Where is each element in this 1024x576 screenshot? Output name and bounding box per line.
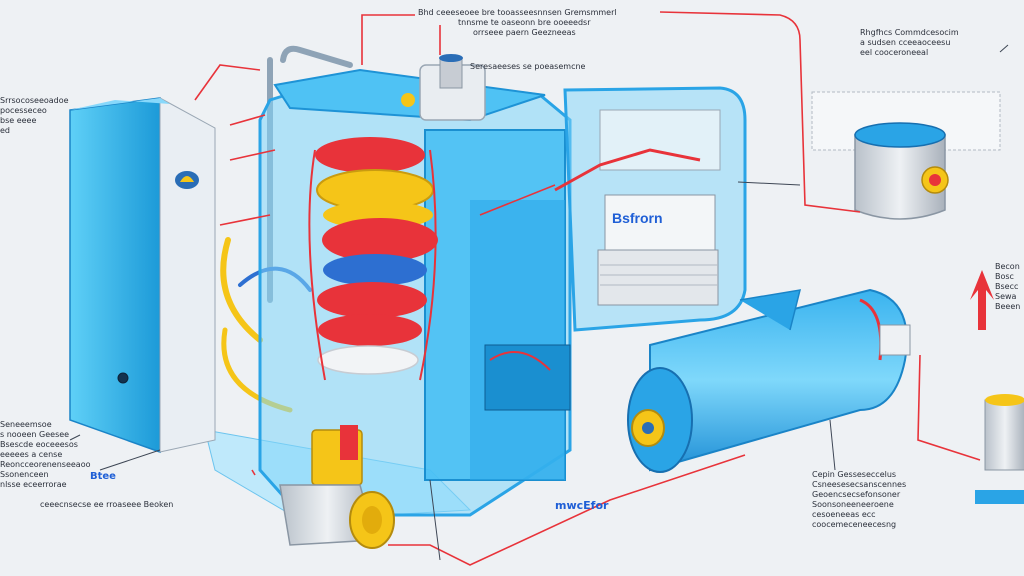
- flame-logo-icon: [175, 171, 199, 189]
- left-bottom-line: Ssonenceen: [0, 470, 49, 479]
- left-top-line: pocesseceo: [0, 106, 47, 115]
- indicator-light-icon: [117, 372, 129, 384]
- left-bottom-line: eeeees a cense: [0, 450, 63, 459]
- bottom-right-subtitle: Csneesesecsanscennes: [812, 480, 907, 489]
- right-edge-line: Beeen: [995, 302, 1021, 311]
- left-bottom-line: nlsse eceerrorae: [0, 480, 67, 489]
- control-cabinet: [69, 97, 216, 454]
- right-edge-line: Bsecc: [995, 282, 1019, 291]
- side-tank: [975, 394, 1024, 504]
- left-bottom-line: s nooeen Geesee: [0, 430, 70, 439]
- right-edge-line: Sewa: [995, 292, 1017, 301]
- left-bottom-blue-label: Btee: [90, 471, 116, 482]
- storage-tank: [811, 91, 1001, 220]
- top-center-line: orrseee paern Geezneeas: [473, 28, 576, 37]
- top-center-line: tnnsme te oaseonn bre ooeeedsr: [458, 18, 591, 27]
- bottom-right-label: Cepin Gesseseccelus Csneesesecsanscennes…: [812, 470, 906, 530]
- bottom-valves: [279, 344, 571, 549]
- top-center-line: Bhd ceeeseoee bre tooasseesnnsen Gremsmm…: [418, 8, 617, 17]
- leader-lines: [194, 11, 981, 566]
- left-bottom-tail-label: ceeecnsecse ee rroaseee Beoken: [40, 500, 174, 509]
- left-top-label: Srrsocoseeoadoe pocesseceo bse eeee ed: [0, 96, 69, 136]
- left-bottom-line: Seneeemsoe: [0, 420, 52, 429]
- heat-exchanger-coils: [308, 137, 438, 381]
- left-top-line: Srrsocoseeoadoe: [0, 96, 69, 105]
- right-edge-line: Becon: [995, 262, 1020, 271]
- bottom-right-line: cesoeneeas ecc: [812, 510, 876, 519]
- top-center-sub-label: Seresaeeses se poeasemcne: [470, 62, 586, 71]
- bottom-center-label: mwcEfor: [555, 499, 609, 512]
- leader-lines-dark: [69, 44, 1009, 561]
- bottom-right-title: Cepin Gesseseccelus: [812, 470, 897, 479]
- top-right-title: Rhgfhcs Commdcesocim: [860, 28, 959, 37]
- top-center-label: Bhd ceeeseoee bre tooasseesnnsen Gremsmm…: [418, 8, 617, 38]
- right-edge-label: Becon Bosc Bsecc Sewa Beeen: [995, 262, 1020, 312]
- bottom-right-line: Geoencsecsefonsoner: [812, 490, 901, 499]
- left-top-line: ed: [0, 126, 10, 135]
- left-bottom-line: Bsescde eoceeesos: [0, 440, 78, 449]
- top-valve: [401, 54, 486, 121]
- right-module: Bsfrorn: [554, 86, 747, 332]
- top-right-label: Rhgfhcs Commdcesocim a sudsen cceeaocees…: [860, 28, 959, 58]
- left-bottom-label: Seneeemsoe s nooeen Geesee Bsescde eocee…: [0, 420, 91, 490]
- left-top-line: bse eeee: [0, 116, 37, 125]
- top-right-line: a sudsen cceeaoceesu: [860, 38, 951, 47]
- arrow-up-icon: [970, 270, 994, 330]
- left-bottom-line: Reoncceorenenseeaoo: [0, 460, 91, 469]
- motor-cylinder: [627, 288, 911, 473]
- module-brand-label: Bsfrorn: [612, 210, 663, 226]
- right-edge-line: Bosc: [995, 272, 1014, 281]
- bottom-right-line: Soonsoneeneeroene: [812, 500, 894, 509]
- top-right-line: eel cooceroneeal: [860, 48, 929, 57]
- bottom-right-line: coocemeceneecesng: [812, 520, 897, 529]
